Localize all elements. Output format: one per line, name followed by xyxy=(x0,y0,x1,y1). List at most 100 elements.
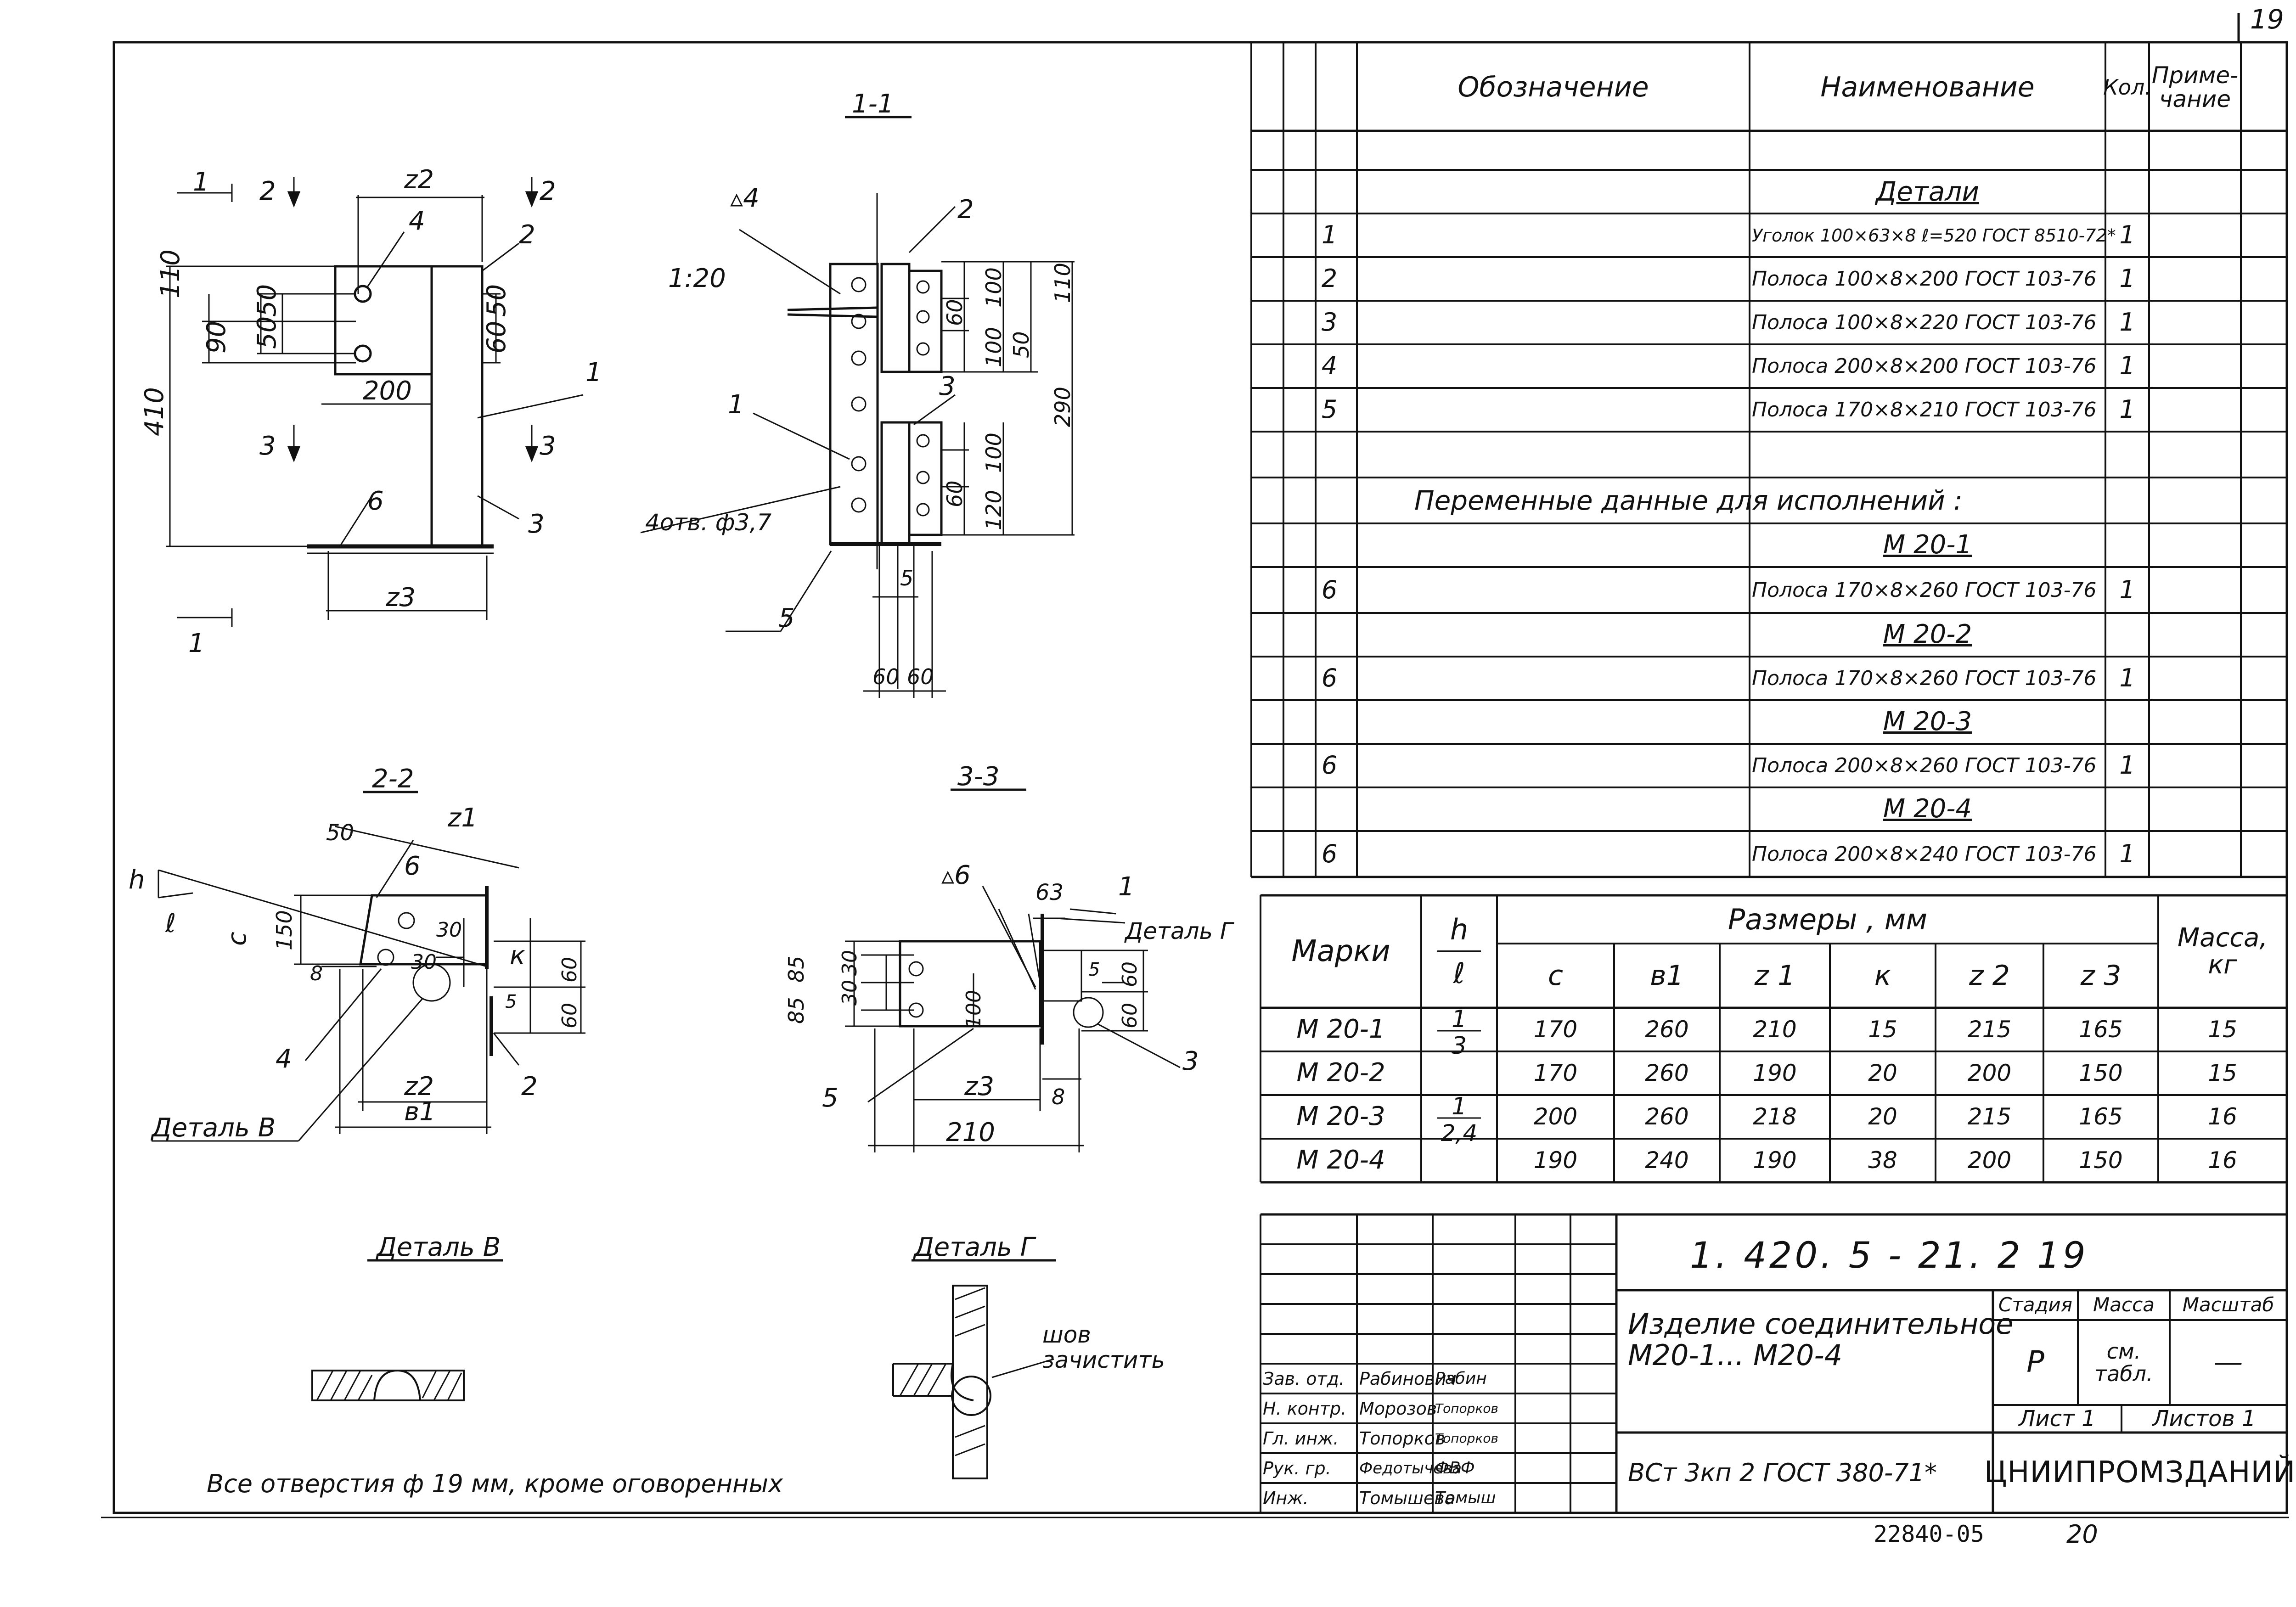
s22-pos-6: 6 xyxy=(404,851,421,881)
main-dim-90: 90 xyxy=(202,321,231,354)
s22-h: h xyxy=(129,865,145,895)
s33-pos-1: 1 xyxy=(1118,872,1135,902)
spec-row-qty: 1 xyxy=(2119,351,2135,381)
s33-pos-5: 5 xyxy=(822,1083,838,1113)
dims-row-z3: 150 xyxy=(2079,1060,2123,1087)
spec-section-details: Детали xyxy=(1875,176,1980,208)
main-section-2-label-left: 2 xyxy=(259,176,276,206)
dims-row-c: 170 xyxy=(1533,1060,1578,1087)
spec-row-name: Полоса 100×8×220 ГОСТ 103-76 xyxy=(1752,311,2097,334)
section-1-1-title: 1-1 xyxy=(852,89,894,119)
main-dim-60: 60 xyxy=(482,321,512,354)
s11-dim-5: 5 xyxy=(900,566,913,590)
mass-value: см. табл. xyxy=(2094,1339,2153,1386)
dims-col-z3: z 3 xyxy=(2080,959,2122,992)
main-pos-3: 3 xyxy=(528,509,545,539)
dims-col-c: c xyxy=(1548,959,1563,992)
s33-dim-8: 8 xyxy=(1052,1084,1065,1109)
variant-qty: 1 xyxy=(2119,575,2135,604)
scale-label: Масштаб xyxy=(2182,1293,2274,1316)
variant-label: М 20-4 xyxy=(1883,794,1972,824)
spec-variable-title: Переменные данные для исполнений : xyxy=(1414,485,1963,516)
dims-row-k: 20 xyxy=(1868,1060,1897,1087)
dims-row-b1: 240 xyxy=(1645,1147,1689,1174)
signer-role: Рук. гр. xyxy=(1263,1458,1331,1478)
dims-row-mark: М 20-1 xyxy=(1296,1014,1385,1045)
spec-row-pos: 3 xyxy=(1321,308,1338,337)
main-dim-110: 110 xyxy=(156,249,186,298)
spec-header-name: Наименование xyxy=(1820,71,2035,103)
mass-label: Масса xyxy=(2093,1293,2155,1316)
s22-dim-8: 8 xyxy=(310,962,323,985)
s11-dim-120: 120 xyxy=(981,490,1006,530)
main-pos-4: 4 xyxy=(409,206,425,236)
s33-weld-6: ▵6 xyxy=(941,860,971,890)
s11-weld-4: ▵4 xyxy=(730,183,760,213)
s22-dim-150: 150 xyxy=(272,910,297,950)
dims-header-fraction-bar xyxy=(1437,950,1481,952)
main-dim-410: 410 xyxy=(140,387,169,436)
dims-row-c: 170 xyxy=(1533,1016,1578,1043)
stamp-number: 22840-05 xyxy=(1874,1521,1984,1547)
dims-ratio-1-den: 3 xyxy=(1451,1032,1467,1060)
signer-role: Н. контр. xyxy=(1263,1398,1347,1419)
detail-b-title: Деталь В xyxy=(375,1232,501,1262)
s33-z3: z3 xyxy=(964,1072,994,1101)
main-section-1-label: 1 xyxy=(193,167,209,197)
main-section-3-label-left: 3 xyxy=(259,431,276,461)
variant-name: Полоса 200×8×240 ГОСТ 103-76 xyxy=(1752,842,2097,866)
doc-title: Изделие соединительное М20-1... М20-4 xyxy=(1628,1307,2014,1372)
s22-dim-60a: 60 xyxy=(558,957,581,983)
signer-role: Гл. инж. xyxy=(1263,1428,1339,1449)
s22-detail-b-ref: Деталь В xyxy=(150,1113,276,1143)
spec-row-qty: 1 xyxy=(2119,395,2135,424)
variant-name: Полоса 200×8×260 ГОСТ 103-76 xyxy=(1752,754,2097,777)
sheet-label: Лист 1 xyxy=(2019,1405,2096,1432)
s33-dim-63: 63 xyxy=(1035,880,1064,905)
dims-row-mass: 15 xyxy=(2208,1016,2237,1043)
s11-dim-110: 110 xyxy=(1050,263,1075,303)
spec-row-qty: 1 xyxy=(2119,264,2135,293)
variant-pos: 6 xyxy=(1321,839,1338,868)
dims-row-mark: М 20-2 xyxy=(1296,1058,1385,1088)
dims-row-k: 38 xyxy=(1868,1147,1897,1174)
dims-row-c: 190 xyxy=(1533,1147,1578,1174)
holes-footnote: Все отверстия ф 19 мм, кроме оговоренных xyxy=(207,1469,783,1498)
dims-row-z3: 165 xyxy=(2079,1016,2123,1043)
main-dim-z2: z2 xyxy=(404,165,434,195)
variant-name: Полоса 170×8×260 ГОСТ 103-76 xyxy=(1752,578,2097,602)
scale-value: — xyxy=(2213,1345,2243,1379)
dims-col-z1: z 1 xyxy=(1754,959,1795,992)
detail-g-title: Деталь Г xyxy=(912,1232,1036,1262)
dims-row-z2: 215 xyxy=(1967,1016,2012,1043)
s22-c: c xyxy=(222,932,252,946)
variant-pos: 6 xyxy=(1321,751,1338,780)
dims-header-mass: Масса, кг xyxy=(2177,922,2268,980)
spec-header-qty: Кол. xyxy=(2103,74,2151,100)
s33-pos-3: 3 xyxy=(1182,1046,1199,1076)
s11-dim-100c: 100 xyxy=(981,433,1006,473)
dims-row-b1: 260 xyxy=(1645,1016,1689,1043)
spec-row-pos: 4 xyxy=(1321,351,1338,381)
signer-signature: Рабин xyxy=(1435,1369,1487,1388)
dims-row-z1: 210 xyxy=(1753,1016,1797,1043)
main-pos-6: 6 xyxy=(367,486,384,516)
stage-label: Стадия xyxy=(1998,1293,2073,1316)
signer-role: Инж. xyxy=(1263,1488,1309,1508)
organization-name: ЦНИИПРОМЗДАНИЙ xyxy=(1984,1455,2296,1489)
dims-header-marks: Марки xyxy=(1291,934,1390,968)
s33-dim-210: 210 xyxy=(946,1118,995,1147)
signer-name: Топорков xyxy=(1359,1428,1446,1449)
dims-row-mark: М 20-3 xyxy=(1296,1101,1385,1132)
s11-holes-note: 4отв. ф3,7 xyxy=(645,509,771,536)
signer-name: Федотычева xyxy=(1359,1459,1462,1478)
signer-signature: Топорков xyxy=(1435,1431,1498,1446)
s33-dim-60a: 60 xyxy=(1118,961,1142,987)
main-dim-200: 200 xyxy=(363,376,412,406)
main-dim-50a: 50 xyxy=(252,316,282,349)
variant-label: М 20-3 xyxy=(1883,707,1972,737)
dims-row-z2: 215 xyxy=(1967,1103,2012,1130)
dims-col-k: к xyxy=(1874,959,1891,992)
section-2-2-title: 2-2 xyxy=(372,764,414,794)
variant-pos: 6 xyxy=(1321,575,1338,604)
